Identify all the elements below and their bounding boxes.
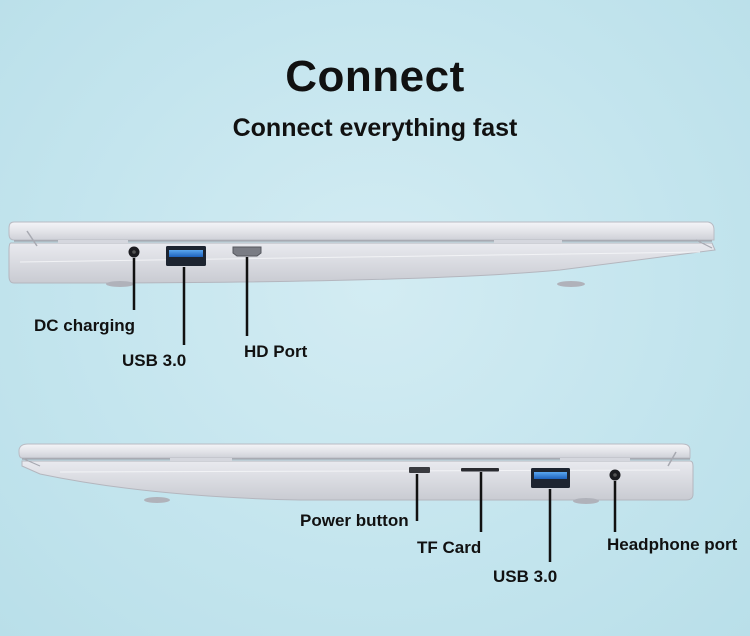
sd-card-slot-icon (461, 468, 499, 472)
laptop-left-side (8, 221, 716, 287)
label-usb-3-top: USB 3.0 (122, 351, 187, 370)
power-button-icon (409, 467, 430, 473)
dc-jack-icon (128, 246, 140, 258)
page-title: Connect (285, 52, 465, 101)
laptop-right-side (18, 443, 694, 504)
label-usb-3-bottom: USB 3.0 (493, 567, 558, 586)
usb-port-icon (166, 246, 206, 266)
label-dc-charging: DC charging (34, 316, 136, 335)
headphone-jack-icon (609, 469, 621, 481)
label-hd-port: HD Port (244, 342, 308, 361)
usb-port-icon (531, 468, 570, 488)
hdmi-port-icon (232, 246, 262, 257)
label-tf-card: TF Card (417, 538, 482, 557)
label-headphone-port: Headphone port (607, 535, 738, 554)
label-power-button: Power button (300, 511, 409, 530)
page-subtitle: Connect everything fast (232, 114, 518, 142)
